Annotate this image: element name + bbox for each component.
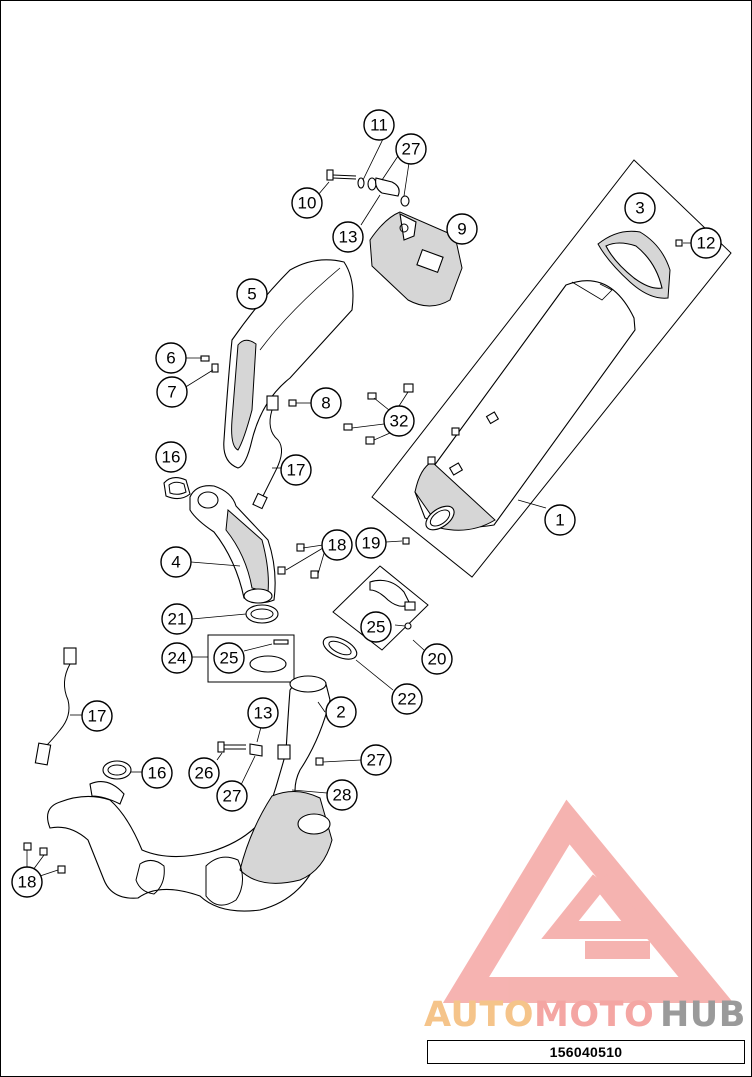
callout-9: 9 [446,213,478,245]
clamp-kit-frame [207,634,295,683]
svg-text:4: 4 [171,553,180,572]
svg-text:16: 16 [148,764,167,783]
callout-21: 21 [161,603,193,635]
automotohub-watermark-text: AUTO MOTO HUB [424,995,746,1035]
svg-text:25: 25 [367,618,386,637]
callout-25-kit: 25 [213,642,245,674]
callout-27-upper: 27 [395,133,427,165]
callout-13-lower: 13 [247,697,279,729]
callout-4: 4 [160,546,192,578]
svg-text:26: 26 [195,764,214,783]
svg-text:22: 22 [398,690,417,709]
callout-6: 6 [155,342,187,374]
callout-16-upper: 16 [155,441,187,473]
drawing-number-text: 156040510 [549,1044,623,1060]
lambda-sensor-lower [34,647,77,766]
automotohub-logo-mark [442,799,734,1003]
callout-7: 7 [156,376,188,408]
svg-text:13: 13 [339,228,358,247]
svg-text:17: 17 [287,461,306,480]
svg-text:32: 32 [390,412,409,431]
svg-text:12: 12 [697,234,716,253]
svg-text:3: 3 [635,199,644,218]
callout-18-lower: 18 [11,866,43,898]
gasket-lower [102,760,132,780]
callout-16-lower: 16 [141,757,173,789]
svg-text:HUB: HUB [660,995,746,1035]
callout-13-upper: 13 [332,221,364,253]
svg-text:27: 27 [223,787,242,806]
leader-lines [26,138,692,877]
hanger-bolt-assembly [326,169,410,207]
heat-shield-screw [200,355,219,373]
callout-24: 24 [161,642,193,674]
svg-text:20: 20 [428,650,447,669]
svg-text:8: 8 [321,394,330,413]
svg-text:10: 10 [298,194,317,213]
callout-17-upper: 17 [280,454,312,486]
svg-text:28: 28 [333,786,352,805]
callout-22: 22 [391,683,423,715]
svg-text:17: 17 [88,707,107,726]
exhaust-manifold [189,485,276,604]
callout-20: 20 [421,643,453,675]
svg-text:11: 11 [370,116,388,135]
callout-28: 28 [326,779,358,811]
header-pipe-assembly [47,675,333,912]
nut-19 [402,537,410,545]
gasket-21 [245,604,279,624]
manifold-nut-set [277,543,319,579]
muffler-bracket [369,211,463,307]
svg-text:1: 1 [555,511,564,530]
callout-11: 11 [363,109,395,141]
callout-17-lower: 17 [81,700,113,732]
callout-10: 10 [291,187,323,219]
callout-bubbles: 1 2 3 4 5 6 7 8 9 10 11 12 13 13 16 16 1… [11,109,722,898]
svg-text:27: 27 [367,751,386,770]
svg-text:21: 21 [168,610,187,629]
end-cap-screw [675,239,683,247]
svg-text:6: 6 [166,349,175,368]
callout-8: 8 [310,387,342,419]
gasket-upper [163,477,191,500]
callout-19: 19 [355,527,387,559]
drawing-number: 156040510 [427,1040,745,1064]
svg-text:MOTO: MOTO [534,995,654,1035]
muffler-group-frame [371,159,732,578]
svg-text:2: 2 [336,703,345,722]
callout-5: 5 [236,278,268,310]
callout-27-mid: 27 [360,744,392,776]
lower-bracket-hardware [217,741,324,766]
lambda-sensor-upper [252,395,282,510]
cable-clip-set [343,383,414,445]
svg-text:16: 16 [162,448,181,467]
svg-text:18: 18 [18,873,37,892]
gasket-22 [322,636,358,660]
svg-text:9: 9 [457,220,466,239]
muffler-end-cap [597,230,671,299]
callout-1: 1 [544,504,576,536]
callout-27-lower: 27 [216,780,248,812]
header-nut-set [23,842,66,874]
svg-text:24: 24 [168,649,187,668]
clip-8 [288,399,297,407]
muffler-assembly [414,280,636,531]
callout-25-clamp: 25 [360,611,392,643]
svg-text:19: 19 [362,534,381,553]
svg-text:AUTO: AUTO [424,995,534,1035]
callout-3: 3 [624,192,656,224]
callout-18-upper: 18 [321,529,353,561]
svg-text:18: 18 [328,536,347,555]
callout-2: 2 [325,696,357,728]
svg-text:7: 7 [167,383,176,402]
callout-26: 26 [188,757,220,789]
svg-text:25: 25 [220,649,239,668]
callout-12: 12 [690,227,722,259]
callout-32: 32 [383,405,415,437]
svg-text:13: 13 [254,704,273,723]
svg-text:5: 5 [247,285,256,304]
svg-text:27: 27 [402,140,421,159]
